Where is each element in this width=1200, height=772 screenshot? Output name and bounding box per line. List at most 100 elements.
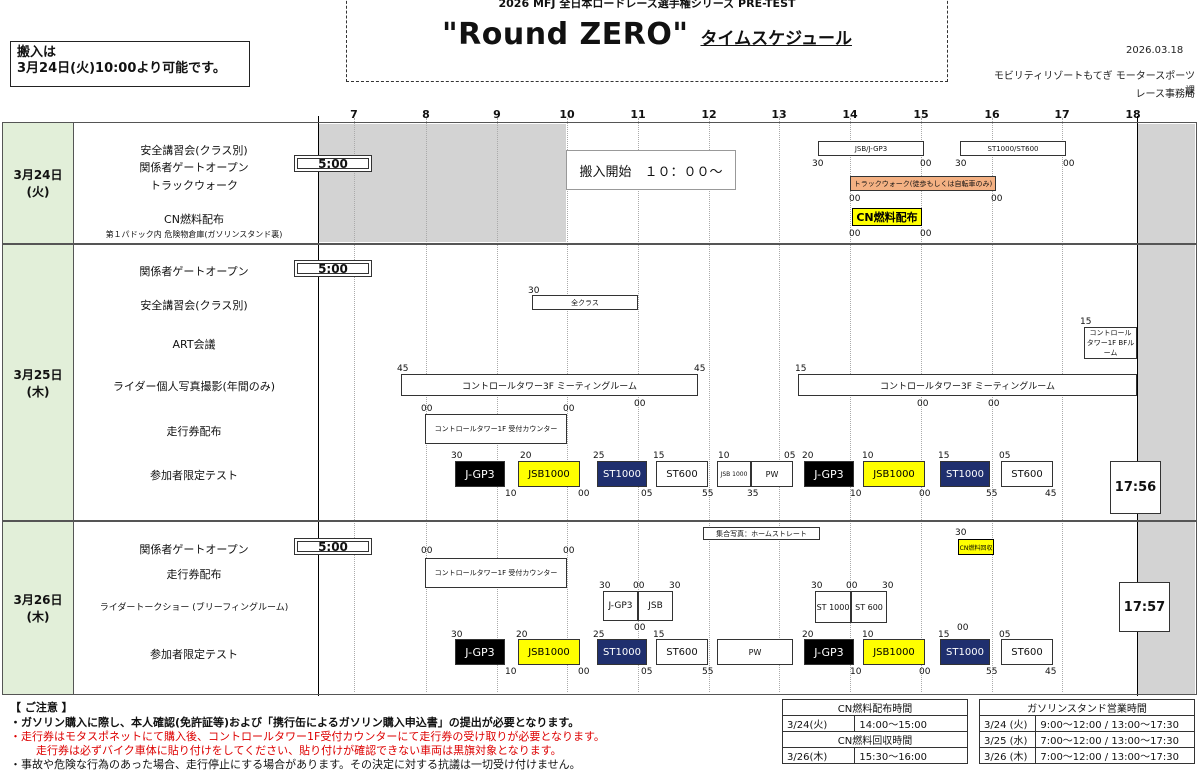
min-label: 00 — [957, 623, 969, 633]
event-name: "Round ZERO" — [442, 17, 689, 52]
min-label: 00 — [578, 667, 590, 677]
table-header: CN燃料回収時間 — [782, 731, 968, 748]
min-label: 00 — [421, 546, 433, 556]
session-st600: ST600 — [1001, 639, 1053, 665]
min-label: 15 — [1080, 317, 1092, 327]
min-label: 00 — [919, 667, 931, 677]
row-label: 参加者限定テスト — [150, 469, 238, 482]
day-header-26: 3月26日(木) — [2, 521, 74, 695]
row-label: 関係者ゲートオープン — [139, 265, 249, 278]
session-pw: PW — [717, 639, 793, 665]
row-label: 安全講習会(クラス別) — [140, 144, 248, 157]
sunset-time: 17:56 — [1110, 461, 1161, 514]
sunset-time: 17:57 — [1119, 582, 1170, 632]
min-label: 05 — [999, 630, 1011, 640]
min-label: 30 — [882, 581, 894, 591]
table-cell: 3/25 (水) — [978, 731, 1037, 748]
hour-label: 14 — [842, 108, 858, 121]
min-label: 05 — [641, 489, 653, 499]
table-cell: 3/26(木) — [781, 747, 856, 764]
carry-in-start: 搬入開始 １０：００～ — [566, 150, 736, 190]
min-label: 00 — [634, 623, 646, 633]
photo-room-am: コントロールタワー3F ミーティングルーム — [401, 374, 698, 396]
min-label: 30 — [955, 528, 967, 538]
note-line: 走行券は必ずバイク車体に貼り付けをしてください、貼り付けが確認できない車両は黒旗… — [36, 744, 562, 757]
row-label: ART会議 — [172, 338, 216, 351]
row-label: ライダートークショー (ブリーフィングルーム) — [99, 603, 289, 613]
session-st600: ST600 — [656, 639, 708, 665]
session-jsb-small: JSB 1000 — [717, 461, 751, 487]
session-st1000: ST1000 — [597, 461, 647, 487]
min-label: 10 — [862, 630, 874, 640]
session-jsb1000: JSB1000 — [863, 461, 925, 487]
min-label: 20 — [516, 630, 528, 640]
session-jgp3: J-GP3 — [804, 461, 854, 487]
min-label: 55 — [702, 667, 714, 677]
grid-line — [992, 118, 993, 692]
min-label: 35 — [747, 489, 759, 499]
min-label: 00 — [563, 546, 575, 556]
row-label: CN燃料配布 — [164, 213, 224, 226]
min-label: 25 — [593, 451, 605, 461]
min-label: 15 — [795, 364, 807, 374]
min-label: 30 — [451, 630, 463, 640]
gas-station-table: ガソリンスタンド営業時間 3/24 (火)9:00～12:00 / 13:00～… — [978, 699, 1195, 764]
min-label: 45 — [694, 364, 706, 374]
grid-line — [779, 118, 780, 692]
min-label: 10 — [850, 667, 862, 677]
session-jsb1000: JSB1000 — [863, 639, 925, 665]
min-label: 10 — [862, 451, 874, 461]
min-label: 05 — [999, 451, 1011, 461]
min-label: 15 — [653, 630, 665, 640]
min-label: 00 — [1063, 159, 1075, 169]
row-label: 参加者限定テスト — [150, 648, 238, 661]
table-cell: 7:00～12:00 / 13:00～17:30 — [1035, 747, 1195, 764]
min-label: 00 — [849, 194, 861, 204]
min-label: 20 — [802, 451, 814, 461]
min-label: 00 — [633, 581, 645, 591]
min-label: 20 — [802, 630, 814, 640]
grid-line — [1062, 118, 1063, 692]
notice-line-1: 搬入は — [17, 45, 57, 60]
min-label: 00 — [563, 404, 575, 414]
min-label: 00 — [988, 399, 1000, 409]
session-st1000: ST1000 — [940, 639, 990, 665]
safety-all-class: 全クラス — [532, 295, 638, 310]
grid-line — [354, 118, 355, 692]
row-label: ライダー個人写真撮影(年間のみ) — [112, 380, 276, 393]
session-pw: PW — [751, 461, 793, 487]
grid-line — [709, 118, 710, 692]
table-cell: 9:00～12:00 / 13:00～17:30 — [1035, 715, 1195, 732]
session-jgp3: J-GP3 — [455, 461, 505, 487]
talk-st1000: ST 1000 — [815, 591, 851, 623]
carry-in-notice: 搬入は 3月24日(火)10:00より可能です。 — [10, 41, 250, 87]
session-jsb1000: JSB1000 — [518, 639, 580, 665]
min-label: 15 — [938, 451, 950, 461]
min-label: 55 — [986, 667, 998, 677]
min-label: 05 — [641, 667, 653, 677]
track-walk: トラックウォーク(徒歩もしくは自転車のみ) — [850, 176, 996, 191]
min-label: 30 — [528, 286, 540, 296]
min-label: 00 — [920, 229, 932, 239]
min-label: 10 — [850, 489, 862, 499]
session-st1000: ST1000 — [597, 639, 647, 665]
min-label: 30 — [451, 451, 463, 461]
session-jsb1000: JSB1000 — [518, 461, 580, 487]
closed-area — [318, 124, 566, 242]
table-header: CN燃料配布時間 — [782, 699, 968, 716]
session-jgp3: J-GP3 — [455, 639, 505, 665]
hour-label: 16 — [984, 108, 1000, 121]
ticket-counter: コントロールタワー1F 受付カウンター — [425, 414, 567, 444]
min-label: 00 — [578, 489, 590, 499]
row-label: 安全講習会(クラス別) — [140, 299, 248, 312]
min-label: 55 — [702, 489, 714, 499]
min-label: 00 — [991, 194, 1003, 204]
day-header-25: 3月25日(木) — [2, 244, 74, 521]
table-cell: 7:00～12:00 / 13:00～17:30 — [1035, 731, 1195, 748]
grid-edge — [318, 116, 319, 696]
min-label: 55 — [986, 489, 998, 499]
hour-label: 15 — [913, 108, 929, 121]
notice-line-2: 3月24日(火)10:00より可能です。 — [17, 61, 226, 77]
gate-time: 5:00 — [294, 155, 372, 172]
min-label: 00 — [919, 489, 931, 499]
